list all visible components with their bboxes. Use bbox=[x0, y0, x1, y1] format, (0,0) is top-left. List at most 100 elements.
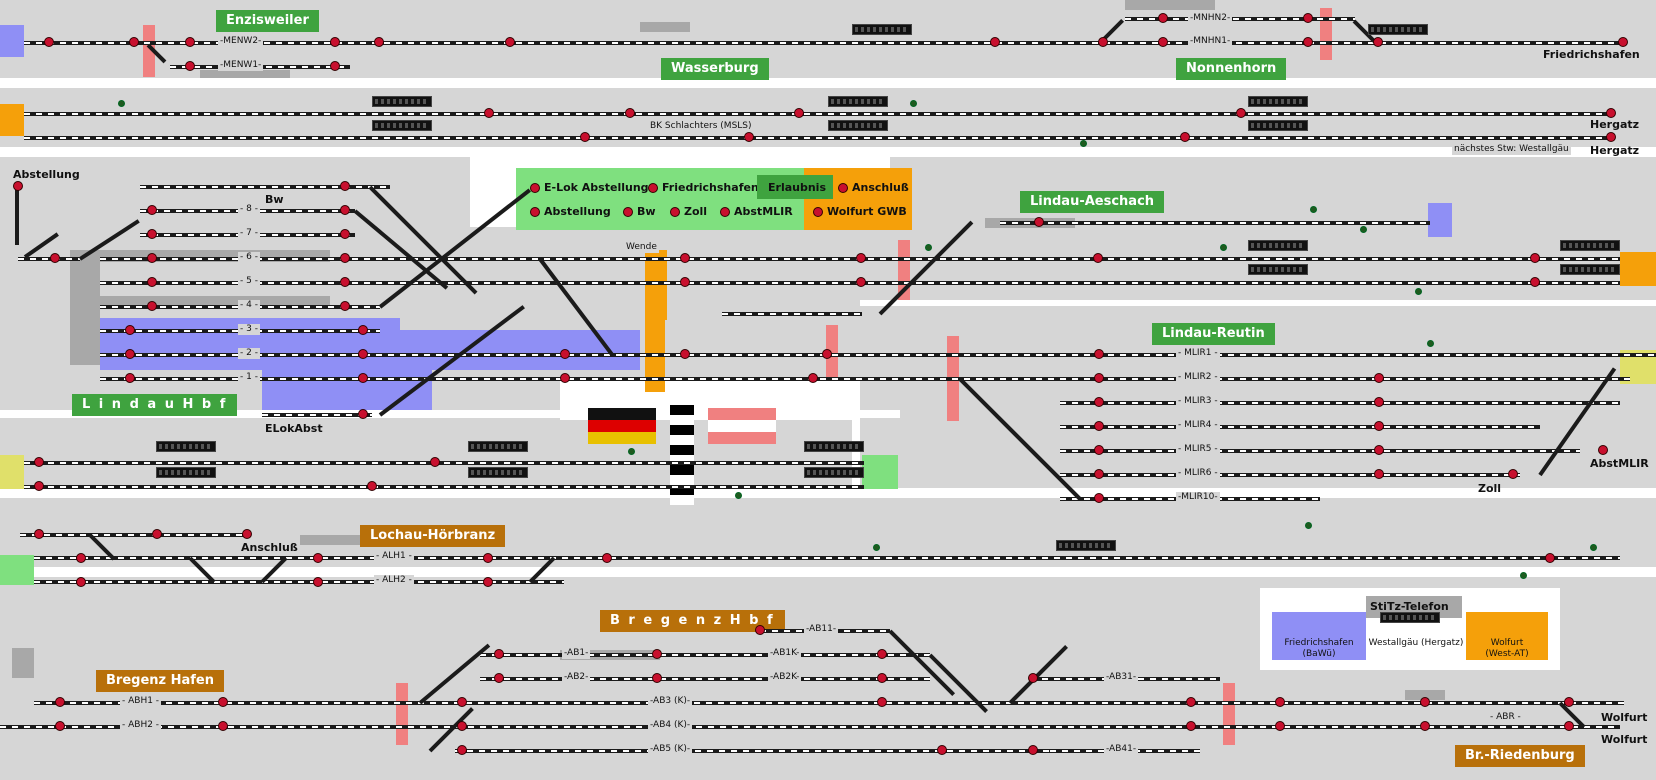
track[interactable] bbox=[34, 556, 1620, 560]
signal-icon[interactable] bbox=[1618, 37, 1628, 47]
track[interactable] bbox=[455, 749, 1175, 753]
signal-icon[interactable] bbox=[358, 373, 368, 383]
signal-icon[interactable] bbox=[1303, 37, 1313, 47]
train-number-display[interactable] bbox=[372, 96, 432, 107]
track[interactable] bbox=[15, 185, 19, 245]
signal-icon[interactable] bbox=[1158, 37, 1168, 47]
signal-icon[interactable] bbox=[560, 373, 570, 383]
signal-icon[interactable] bbox=[602, 553, 612, 563]
signal-icon[interactable] bbox=[185, 37, 195, 47]
signal-icon[interactable] bbox=[877, 697, 887, 707]
track[interactable] bbox=[1060, 449, 1580, 453]
signal-icon[interactable] bbox=[330, 61, 340, 71]
track-switch[interactable] bbox=[428, 707, 474, 753]
zoll-button[interactable]: Zoll bbox=[670, 205, 707, 218]
signal-icon[interactable] bbox=[1564, 721, 1574, 731]
signal-icon[interactable] bbox=[1530, 277, 1540, 287]
track-switch[interactable] bbox=[958, 377, 1082, 501]
signal-icon[interactable] bbox=[358, 325, 368, 335]
train-number-display[interactable] bbox=[1056, 540, 1116, 551]
signal-icon[interactable] bbox=[340, 181, 350, 191]
signal-icon[interactable] bbox=[937, 745, 947, 755]
signal-icon[interactable] bbox=[1034, 217, 1044, 227]
train-number-display[interactable] bbox=[1248, 264, 1308, 275]
signal-icon[interactable] bbox=[152, 529, 162, 539]
train-number-display[interactable] bbox=[156, 441, 216, 452]
track[interactable] bbox=[18, 257, 80, 261]
signal-icon[interactable] bbox=[367, 481, 377, 491]
train-number-display[interactable] bbox=[372, 120, 432, 131]
signal-icon[interactable] bbox=[580, 132, 590, 142]
track[interactable] bbox=[1060, 425, 1540, 429]
track[interactable] bbox=[24, 112, 1614, 116]
signal-icon[interactable] bbox=[680, 277, 690, 287]
train-number-display[interactable] bbox=[1248, 120, 1308, 131]
signal-icon[interactable] bbox=[147, 205, 157, 215]
track[interactable] bbox=[24, 136, 1614, 140]
friedrichshafen-button[interactable]: Friedrichshafen bbox=[648, 181, 759, 194]
signal-icon[interactable] bbox=[680, 253, 690, 263]
signal-icon[interactable] bbox=[1374, 373, 1384, 383]
signal-icon[interactable] bbox=[430, 457, 440, 467]
train-number-display[interactable] bbox=[852, 24, 912, 35]
signal-icon[interactable] bbox=[1094, 397, 1104, 407]
signal-icon[interactable] bbox=[1094, 445, 1104, 455]
signal-icon[interactable] bbox=[218, 721, 228, 731]
signal-icon[interactable] bbox=[340, 229, 350, 239]
signal-icon[interactable] bbox=[1186, 697, 1196, 707]
signal-icon[interactable] bbox=[218, 697, 228, 707]
signal-icon[interactable] bbox=[340, 277, 350, 287]
track[interactable] bbox=[20, 533, 250, 537]
signal-icon[interactable] bbox=[625, 108, 635, 118]
track[interactable] bbox=[1060, 473, 1520, 477]
signal-icon[interactable] bbox=[822, 349, 832, 359]
signal-icon[interactable] bbox=[147, 253, 157, 263]
signal-icon[interactable] bbox=[483, 577, 493, 587]
track[interactable] bbox=[480, 677, 930, 681]
signal-icon[interactable] bbox=[55, 721, 65, 731]
signal-icon[interactable] bbox=[652, 649, 662, 659]
signal-icon[interactable] bbox=[34, 529, 44, 539]
track[interactable] bbox=[722, 312, 862, 316]
signal-icon[interactable] bbox=[1098, 37, 1108, 47]
train-number-display[interactable] bbox=[828, 120, 888, 131]
elok-abstellung-button[interactable]: E-Lok Abstellung bbox=[530, 181, 649, 194]
train-number-display[interactable] bbox=[1560, 240, 1620, 251]
signal-icon[interactable] bbox=[1028, 673, 1038, 683]
signal-icon[interactable] bbox=[76, 553, 86, 563]
signal-icon[interactable] bbox=[744, 132, 754, 142]
train-number-display[interactable] bbox=[1560, 264, 1620, 275]
train-number-display[interactable] bbox=[468, 467, 528, 478]
track[interactable] bbox=[1125, 17, 1355, 21]
track[interactable] bbox=[0, 725, 1620, 729]
signal-icon[interactable] bbox=[1374, 421, 1384, 431]
abstmlir-button[interactable]: AbstMLIR bbox=[720, 205, 793, 218]
signal-icon[interactable] bbox=[125, 349, 135, 359]
signal-icon[interactable] bbox=[374, 37, 384, 47]
train-number-display[interactable] bbox=[468, 441, 528, 452]
signal-icon[interactable] bbox=[505, 37, 515, 47]
signal-icon[interactable] bbox=[340, 253, 350, 263]
signal-icon[interactable] bbox=[147, 301, 157, 311]
signal-icon[interactable] bbox=[1303, 13, 1313, 23]
track[interactable] bbox=[34, 580, 564, 584]
signal-icon[interactable] bbox=[856, 277, 866, 287]
signal-icon[interactable] bbox=[1545, 553, 1555, 563]
track[interactable] bbox=[100, 377, 1630, 381]
signal-icon[interactable] bbox=[1508, 469, 1518, 479]
train-number-display[interactable] bbox=[828, 96, 888, 107]
signal-icon[interactable] bbox=[340, 301, 350, 311]
signal-icon[interactable] bbox=[680, 349, 690, 359]
signal-icon[interactable] bbox=[457, 721, 467, 731]
signal-icon[interactable] bbox=[990, 37, 1000, 47]
track[interactable] bbox=[100, 353, 1656, 357]
track[interactable] bbox=[480, 653, 930, 657]
signal-icon[interactable] bbox=[494, 649, 504, 659]
signal-icon[interactable] bbox=[1028, 745, 1038, 755]
signal-icon[interactable] bbox=[1564, 697, 1574, 707]
signal-icon[interactable] bbox=[1180, 132, 1190, 142]
signal-icon[interactable] bbox=[1374, 445, 1384, 455]
track-switch[interactable] bbox=[888, 629, 956, 697]
signal-icon[interactable] bbox=[55, 697, 65, 707]
abstellung-button[interactable]: Abstellung bbox=[530, 205, 611, 218]
